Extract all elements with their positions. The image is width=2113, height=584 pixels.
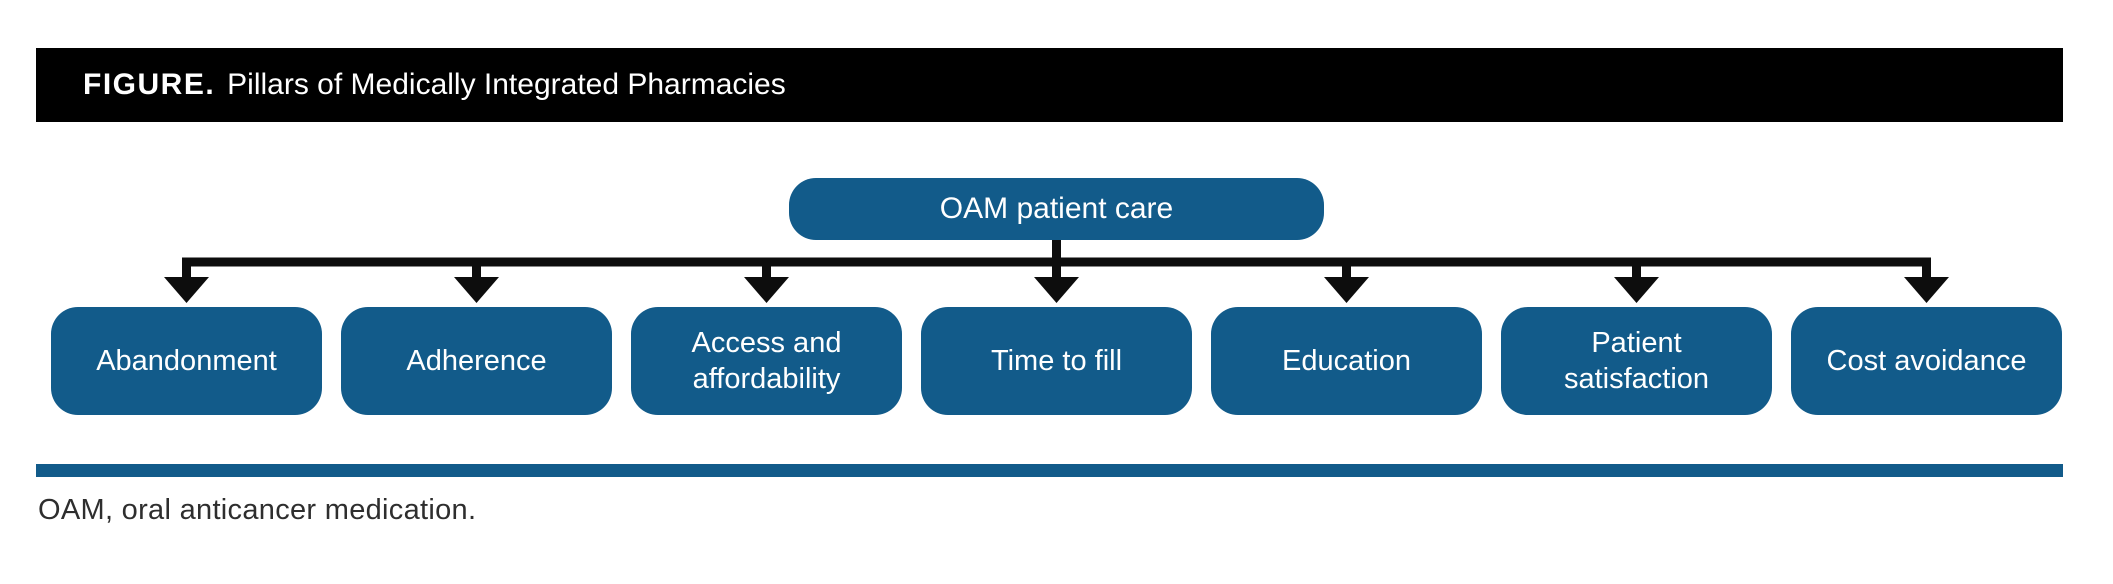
root-node-oam-patient-care: OAM patient care (789, 178, 1324, 240)
figure-caption-bar: FIGURE. Pillars of Medically Integrated … (36, 48, 2063, 122)
down-arrow (1034, 258, 1079, 303)
pillar-box-access-and-affordability: Access and affordability (631, 307, 902, 415)
pillar-box-education: Education (1211, 307, 1482, 415)
down-arrow (164, 258, 209, 303)
footnote-text: OAM, oral anticancer medication. (38, 494, 477, 526)
root-node-label: OAM patient care (939, 192, 1174, 225)
down-arrow (1324, 258, 1369, 303)
pillar-label: Patient satisfaction (1563, 326, 1710, 395)
down-arrow (454, 258, 499, 303)
figure-label: FIGURE. (83, 68, 216, 101)
figure-title: Pillars of Medically Integrated Pharmaci… (227, 68, 786, 101)
pillar-label: Access and affordability (691, 326, 842, 395)
pillar-box-adherence: Adherence (341, 307, 612, 415)
pillar-box-patient-satisfaction: Patient satisfaction (1501, 307, 1772, 415)
pillar-label: Time to fill (990, 344, 1123, 377)
pillar-label: Adherence (406, 344, 547, 377)
pillar-box-cost-avoidance: Cost avoidance (1791, 307, 2062, 415)
down-arrow (1904, 258, 1949, 303)
pillar-box-abandonment: Abandonment (51, 307, 322, 415)
pillar-box-time-to-fill: Time to fill (921, 307, 1192, 415)
pillar-label: Education (1282, 344, 1411, 377)
bottom-divider-rule (36, 464, 2063, 477)
pillar-label: Cost avoidance (1826, 344, 2027, 377)
pillar-label: Abandonment (96, 344, 277, 377)
down-arrow (744, 258, 789, 303)
down-arrow (1614, 258, 1659, 303)
